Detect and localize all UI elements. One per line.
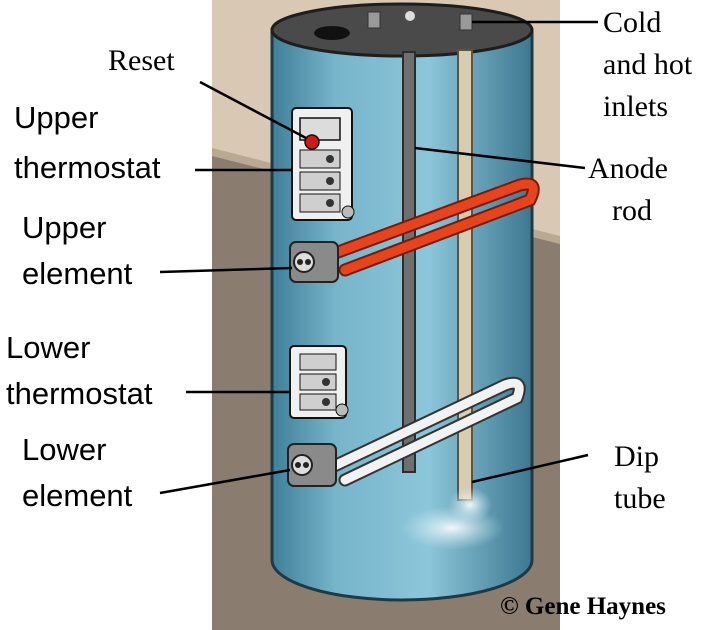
anode-rod [402, 51, 416, 473]
reset-button-icon [304, 134, 320, 150]
label-dip-tube: Dip tube [614, 440, 667, 515]
label-upper-element: Upper element [22, 210, 133, 291]
tank-top-hole [314, 26, 350, 40]
labels: Reset Upper thermostat Upper element Low… [6, 6, 700, 620]
leader-lines [159, 20, 598, 495]
tank-top-center [405, 11, 415, 21]
water-flow-2 [448, 487, 492, 523]
lower-thermostat-icon [289, 345, 349, 419]
leader-reset [199, 80, 307, 140]
cold-inlet-fitting [367, 11, 381, 29]
leader-anode [414, 146, 586, 170]
upper-element-icon [289, 177, 540, 283]
label-anode-rod: Anode rod [588, 152, 675, 227]
label-lower-element: Lower element [22, 432, 133, 513]
leader-lower-element [159, 468, 291, 495]
tank-top [270, 2, 534, 58]
lower-element-icon [287, 376, 526, 487]
hot-inlet-fitting [459, 13, 473, 31]
leader-dip [471, 453, 589, 484]
label-cold-hot-inlets: Cold and hot inlets [603, 6, 700, 123]
label-lower-thermostat: Lower thermostat [6, 330, 153, 411]
dip-tube [457, 49, 473, 501]
upper-thermostat-icon [291, 107, 355, 221]
copyright: © Gene Haynes [500, 593, 666, 620]
label-upper-thermostat: Upper thermostat [14, 100, 161, 185]
wall-left [0, 0, 212, 150]
tank [270, 2, 534, 602]
label-reset: Reset [108, 44, 175, 77]
leader-upper-element [159, 266, 293, 274]
